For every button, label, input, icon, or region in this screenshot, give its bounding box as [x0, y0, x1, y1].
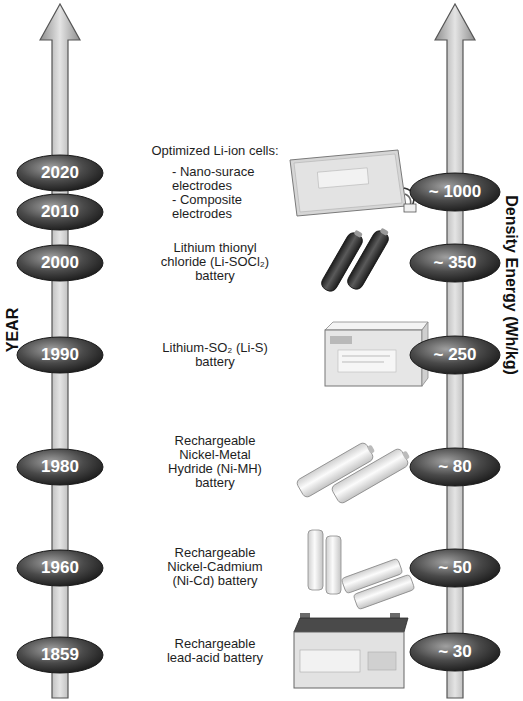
- energy-density-value: ~ 350: [433, 253, 476, 273]
- axis-title: YEAR: [4, 308, 22, 352]
- year-ellipse: 2000: [16, 244, 104, 282]
- battery-description: Rechargeable lead-acid battery: [165, 637, 265, 665]
- year-value: 2000: [41, 253, 79, 273]
- lead-acid-battery-photo: [294, 613, 408, 688]
- ellipse-shape: [410, 173, 500, 211]
- year-ellipse: 1990: [16, 336, 104, 374]
- energy-density-ellipse: ~ 1000: [409, 172, 501, 212]
- year-value: 2010: [41, 202, 79, 222]
- year-ellipse: 2020: [16, 154, 104, 192]
- ellipse-shape: [410, 244, 500, 282]
- year-value: 1990: [41, 345, 79, 365]
- ellipse-shape: [17, 337, 103, 373]
- li-socl2-cells-photo: [319, 226, 392, 294]
- energy-density-value: ~ 30: [438, 642, 472, 662]
- energy-density-ellipse: ~ 30: [409, 632, 501, 672]
- battery-description: Lithium-SO₂ (Li-S) battery: [160, 341, 270, 369]
- year-value: 1980: [41, 457, 79, 477]
- ni-cd-cells-photo: [308, 530, 415, 610]
- energy-density-ellipse: ~ 50: [409, 548, 501, 588]
- li-ion-pouch-photo: [290, 150, 416, 216]
- energy-density-ellipse: ~ 80: [409, 447, 501, 487]
- battery-description: Rechargeable Nickel-Metal Hydride (Ni-MH…: [159, 434, 271, 490]
- energy-density-value: ~ 250: [433, 345, 476, 365]
- battery-feature: - Nano-surace electrodes: [172, 165, 284, 193]
- ellipse-shape: [17, 550, 103, 586]
- ellipse-shape: [17, 449, 103, 485]
- year-value: 1859: [41, 645, 79, 665]
- ellipse-shape: [410, 336, 500, 374]
- axis-title: Density Energy (Wh/kg): [502, 195, 520, 375]
- year-ellipse: 1859: [16, 636, 104, 674]
- ni-mh-cells-photo: [295, 439, 413, 504]
- battery-description: Rechargeable Nickel-Cadmium (Ni-Cd) batt…: [157, 546, 273, 588]
- energy-density-ellipse: ~ 250: [409, 335, 501, 375]
- year-value: 2020: [41, 163, 79, 183]
- battery-description: Lithium thionyl chloride (Li-SOCl₂) batt…: [152, 241, 278, 283]
- ellipse-shape: [17, 194, 103, 230]
- year-ellipse: 1960: [16, 549, 104, 587]
- energy-density-value: ~ 80: [438, 457, 472, 477]
- year-axis-arrow: [40, 4, 80, 698]
- energy-density-ellipse: ~ 350: [409, 243, 501, 283]
- year-ellipse: 2010: [16, 193, 104, 231]
- ellipse-shape: [17, 245, 103, 281]
- energy-density-value: ~ 1000: [429, 182, 481, 202]
- year-value: 1960: [41, 558, 79, 578]
- ellipse-shape: [410, 448, 500, 486]
- energy-density-value: ~ 50: [438, 558, 472, 578]
- ellipse-shape: [410, 549, 500, 587]
- year-ellipse: 1980: [16, 448, 104, 486]
- battery-description: Optimized Li-ion cells:: [150, 144, 280, 158]
- ellipse-shape: [17, 637, 103, 673]
- battery-feature: - Composite electrodes: [172, 193, 284, 221]
- ellipse-shape: [17, 155, 103, 191]
- ellipse-shape: [410, 633, 500, 671]
